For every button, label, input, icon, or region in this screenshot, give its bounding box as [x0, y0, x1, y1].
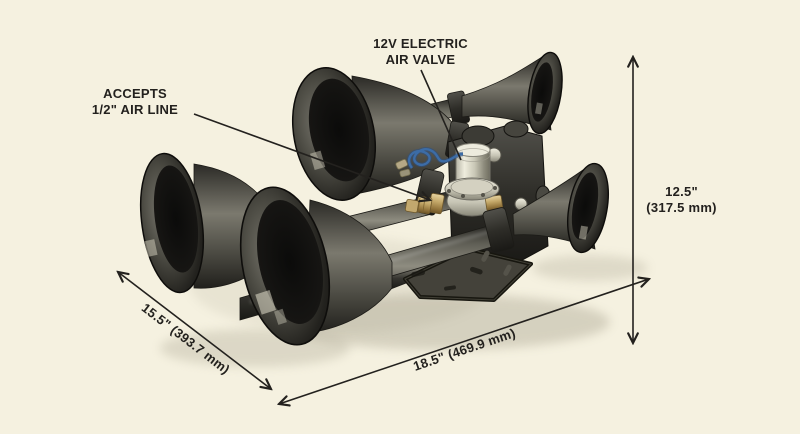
- horn-top-right: [334, 51, 563, 149]
- callout-air-valve: 12V ELECTRIC AIR VALVE: [348, 36, 493, 68]
- dimension-line-width: [118, 272, 271, 389]
- dimension-line-length: [279, 279, 649, 404]
- leader-line-air-valve: [420, 69, 462, 161]
- callout-air-line: ACCEPTS 1/2" AIR LINE: [70, 86, 200, 118]
- wire-coil: [395, 147, 464, 178]
- leader-line-air-line: [193, 113, 430, 200]
- dimension-height-metric: (317.5 mm): [646, 200, 717, 215]
- callout-air-line-line1: ACCEPTS: [103, 86, 167, 101]
- air-valve-assembly: [395, 143, 504, 217]
- dimension-height-label: 12.5" (317.5 mm): [634, 184, 729, 216]
- callout-air-valve-line1: 12V ELECTRIC: [373, 36, 468, 51]
- callout-air-line-line2: 1/2" AIR LINE: [91, 102, 179, 117]
- dimension-height-imperial: 12.5": [665, 184, 698, 199]
- callout-air-valve-line2: AIR VALVE: [385, 52, 456, 67]
